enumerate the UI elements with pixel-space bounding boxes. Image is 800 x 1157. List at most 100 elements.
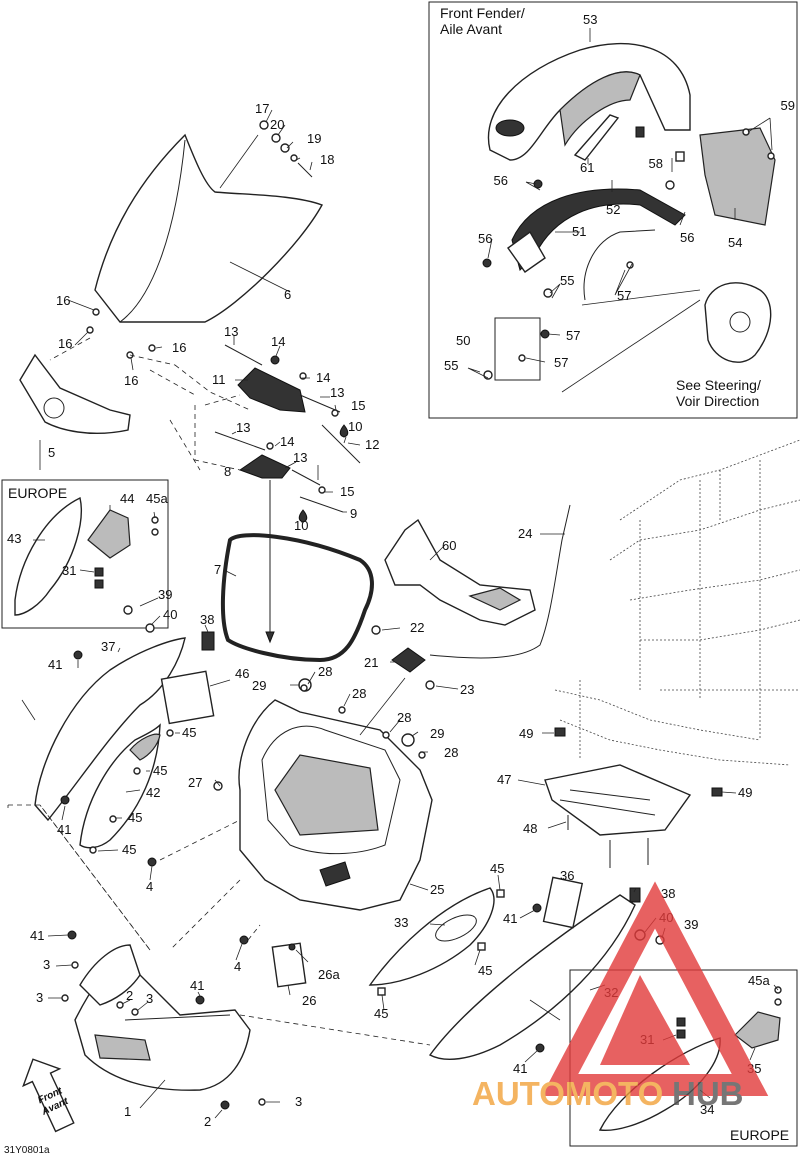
- fender-leader-lines: [467, 28, 773, 393]
- callout-8: 8: [224, 464, 231, 479]
- bolt-13: [291, 469, 321, 486]
- callout-28c: 28: [397, 710, 411, 725]
- callout-26: 26: [302, 993, 316, 1008]
- clip-31: [94, 579, 104, 589]
- housing-leader-lines: [149, 671, 429, 996]
- visor-cap-5: [19, 353, 131, 435]
- clip-31: [94, 567, 104, 577]
- callout-24: 24: [518, 526, 532, 541]
- callout-44: 44: [120, 491, 134, 506]
- steering-knuckle: [704, 282, 772, 363]
- bolt-22: [371, 625, 381, 635]
- callout-23: 23: [460, 682, 474, 697]
- bracket-support: [507, 230, 546, 273]
- windshield-assembly: 17 20 19 18 6 16 16 16 16 5: [19, 101, 334, 460]
- callout-2a: 2: [126, 988, 133, 1003]
- callout-26a: 26a: [318, 967, 340, 982]
- bolt-28: [418, 751, 426, 759]
- bracket-8: [238, 454, 291, 479]
- callout-39a: 39: [158, 587, 172, 602]
- nut-56: [482, 258, 492, 268]
- callout-41c: 41: [503, 911, 517, 926]
- seal-arrow-head: [265, 631, 275, 644]
- callout-28b: 28: [352, 686, 366, 701]
- bumper-dash: [39, 804, 431, 1046]
- callout-45h: 45: [374, 1006, 388, 1021]
- callout-14a: 14: [271, 334, 285, 349]
- callout-28d: 28: [444, 745, 458, 760]
- bracket-leader-lines: [231, 335, 361, 523]
- fender-shading: [559, 71, 641, 147]
- callout-29b: 29: [430, 726, 444, 741]
- fender-fasteners: [482, 126, 775, 380]
- grommet-4: [239, 935, 249, 945]
- front-fender-inset: Front Fender/ Aile Avant See Steering/ V…: [428, 1, 798, 419]
- rivet-16: [86, 326, 94, 334]
- side-panel-42-reflector: [129, 733, 161, 761]
- air-duct-opening: [468, 587, 522, 611]
- callout-41e: 41: [30, 928, 44, 943]
- bolt-28: [382, 731, 390, 739]
- bumper-leader-lines: [47, 934, 280, 1119]
- grommet-4: [147, 857, 157, 867]
- mudflap-part: [699, 127, 776, 226]
- callout-45a-left: 45a: [146, 491, 168, 506]
- bolt-13: [214, 431, 266, 451]
- callout-49a: 49: [519, 726, 533, 741]
- europe-lamp-44: [87, 509, 131, 559]
- screw-59: [767, 152, 775, 160]
- nut-23: [425, 680, 435, 690]
- callout-5: 5: [48, 445, 55, 460]
- callout-51: 51: [572, 224, 586, 239]
- callout-41b: 41: [57, 822, 71, 837]
- callout-39b: 39: [684, 917, 698, 932]
- reflector-46: [160, 670, 215, 725]
- windshield-brackets: 13 14 14 11 13 15 10 12 13 14 13 8 15 9 …: [169, 324, 379, 533]
- callout-3a: 3: [43, 957, 50, 972]
- callout-20: 20: [270, 117, 284, 132]
- callout-45c: 45: [153, 763, 167, 778]
- nut-14: [266, 442, 274, 450]
- screw-3: [258, 1098, 266, 1106]
- europe-left-inset: EUROPE 43 44 45a 31: [1, 479, 169, 629]
- callout-42: 42: [146, 785, 160, 800]
- grommet-27: [213, 781, 223, 791]
- front-fender-inset-frame: [428, 1, 798, 419]
- callout-45f: 45: [490, 861, 504, 876]
- callout-50: 50: [456, 333, 470, 348]
- callout-7: 7: [214, 562, 221, 577]
- clip-45: [109, 815, 117, 823]
- rivet-16: [148, 344, 156, 352]
- callout-1: 1: [124, 1104, 131, 1119]
- push-rivet-41: [67, 930, 77, 940]
- callout-15a: 15: [351, 398, 365, 413]
- bolt-13: [299, 394, 341, 413]
- watermark-text-hub: HUB: [672, 1075, 744, 1112]
- callout-45g: 45: [478, 963, 492, 978]
- side-panel-32: [428, 894, 636, 1060]
- windshield-leader-lines: [67, 109, 313, 371]
- europe-panel-43: [14, 496, 82, 616]
- callout-11: 11: [212, 372, 226, 387]
- callout-34: 34: [700, 1102, 714, 1117]
- rod-9: [299, 496, 344, 513]
- callout-18: 18: [320, 152, 334, 167]
- clip-45: [477, 942, 486, 951]
- callout-43: 43: [7, 531, 21, 546]
- knuckle-hub: [729, 311, 751, 333]
- reflector-36: [542, 876, 584, 929]
- callout-3b: 3: [36, 990, 43, 1005]
- screw-59: [742, 128, 750, 136]
- nut-14: [299, 372, 307, 380]
- callout-57a: 57: [617, 288, 631, 303]
- europe-right-title: EUROPE: [730, 1127, 789, 1143]
- callout-58: 58: [649, 156, 663, 171]
- callout-41a: 41: [48, 657, 62, 672]
- screw-18: [297, 162, 313, 178]
- europe-left-leaders: [33, 505, 156, 573]
- callout-17: 17: [255, 101, 269, 116]
- europe-left-frame: [1, 479, 169, 629]
- nut-14: [270, 355, 280, 365]
- callout-53: 53: [583, 12, 597, 27]
- callout-45e: 45: [122, 842, 136, 857]
